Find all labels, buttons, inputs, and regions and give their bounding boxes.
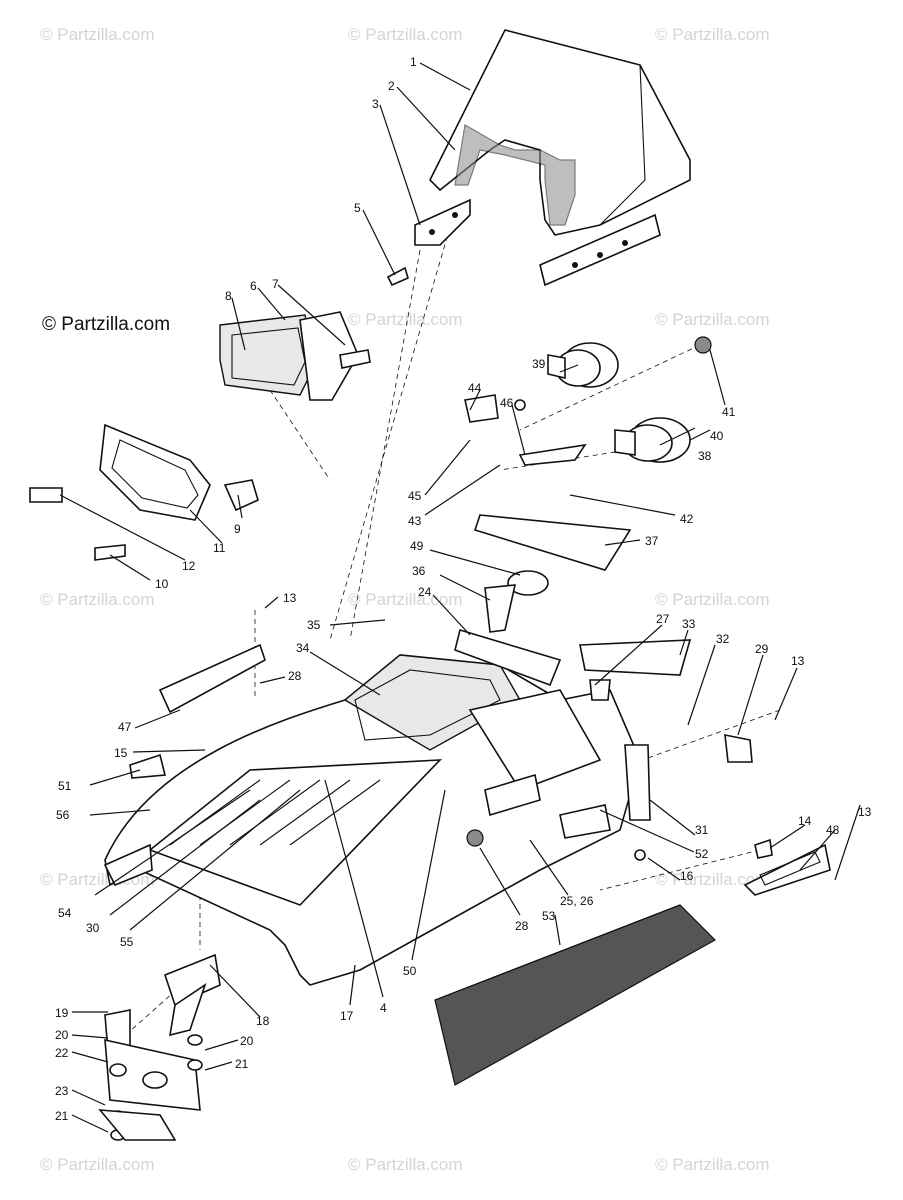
part-label: 3 bbox=[372, 97, 379, 111]
part-label: 8 bbox=[225, 289, 232, 303]
part-label: 23 bbox=[55, 1084, 69, 1098]
part-label: 37 bbox=[645, 534, 659, 548]
watermark-layer: © Partzilla.com © Partzilla.com © Partzi… bbox=[40, 25, 770, 1174]
part-label: 27 bbox=[656, 612, 670, 626]
part-label: 56 bbox=[56, 808, 70, 822]
part-label: 31 bbox=[695, 823, 709, 837]
part-label: 47 bbox=[118, 720, 132, 734]
part-label: 5 bbox=[354, 201, 361, 215]
part-label: 21 bbox=[235, 1057, 249, 1071]
part-label: 10 bbox=[155, 577, 169, 591]
part-label: 24 bbox=[418, 585, 432, 599]
part-label: 13 bbox=[791, 654, 805, 668]
watermark: © Partzilla.com bbox=[40, 25, 155, 44]
part-label: 22 bbox=[55, 1046, 69, 1060]
part-label: 28 bbox=[288, 669, 302, 683]
part-label: 54 bbox=[58, 906, 72, 920]
part-label: 41 bbox=[722, 405, 736, 419]
part-label: 14 bbox=[798, 814, 812, 828]
part-label: 21 bbox=[55, 1109, 69, 1123]
part-label: 43 bbox=[408, 514, 422, 528]
part-label: 20 bbox=[240, 1034, 254, 1048]
watermark: © Partzilla.com bbox=[348, 310, 463, 329]
part-label: 30 bbox=[86, 921, 100, 935]
callout-layer: 1 2 3 5 8 6 7 39 41 44 46 40 38 45 43 42… bbox=[55, 55, 872, 1123]
part-label: 51 bbox=[58, 779, 72, 793]
watermark: © Partzilla.com bbox=[348, 1155, 463, 1174]
part-label: 9 bbox=[234, 522, 241, 536]
part-label: 18 bbox=[256, 1014, 270, 1028]
watermark: © Partzilla.com bbox=[348, 590, 463, 609]
watermark: © Partzilla.com bbox=[655, 1155, 770, 1174]
leader-lines bbox=[59, 62, 861, 1133]
part-label: 44 bbox=[468, 381, 482, 395]
gauges bbox=[464, 336, 712, 633]
watermark: © Partzilla.com bbox=[655, 310, 770, 329]
part-label: 46 bbox=[500, 396, 514, 410]
part-label: 49 bbox=[410, 539, 424, 553]
side-panel bbox=[743, 838, 831, 896]
part-label: 19 bbox=[55, 1006, 69, 1020]
part-label: 13 bbox=[858, 805, 872, 819]
part-label: 52 bbox=[695, 847, 709, 861]
watermark: © Partzilla.com bbox=[655, 590, 770, 609]
part-label: 53 bbox=[542, 909, 556, 923]
bracket-assembly bbox=[98, 953, 221, 1141]
part-label: 1 bbox=[410, 55, 417, 69]
part-label: 2 bbox=[388, 79, 395, 93]
part-label: 45 bbox=[408, 489, 422, 503]
part-label: 28 bbox=[515, 919, 529, 933]
part-label: 36 bbox=[412, 564, 426, 578]
part-label: 40 bbox=[710, 429, 724, 443]
part-label: 6 bbox=[250, 279, 257, 293]
part-label: 35 bbox=[307, 618, 321, 632]
watermark: © Partzilla.com bbox=[348, 25, 463, 44]
part-label: 11 bbox=[213, 541, 226, 555]
part-label: 25, 26 bbox=[560, 894, 594, 908]
part-label: 39 bbox=[532, 357, 546, 371]
part-label: 15 bbox=[114, 746, 128, 760]
part-label: 42 bbox=[680, 512, 694, 526]
part-label: 38 bbox=[698, 449, 712, 463]
part-label: 29 bbox=[755, 642, 769, 656]
part-label: 32 bbox=[716, 632, 730, 646]
watermark: © Partzilla.com bbox=[655, 870, 770, 889]
part-label: 17 bbox=[340, 1009, 354, 1023]
part-label: 33 bbox=[682, 617, 696, 631]
part-label: 48 bbox=[826, 823, 840, 837]
part-label: 34 bbox=[296, 641, 310, 655]
part-label: 4 bbox=[380, 1001, 387, 1015]
part-label: 50 bbox=[403, 964, 417, 978]
brand-label: © Partzilla.com bbox=[42, 314, 170, 335]
part-label: 13 bbox=[283, 591, 297, 605]
windshield bbox=[386, 29, 691, 287]
part-label: 55 bbox=[120, 935, 134, 949]
watermark: © Partzilla.com bbox=[655, 25, 770, 44]
watermark: © Partzilla.com bbox=[40, 590, 155, 609]
watermark: © Partzilla.com bbox=[40, 1155, 155, 1174]
hood-body bbox=[103, 628, 753, 986]
part-label: 12 bbox=[182, 559, 196, 573]
part-label: 20 bbox=[55, 1028, 69, 1042]
part-label: 16 bbox=[680, 869, 694, 883]
part-label: 7 bbox=[272, 277, 279, 291]
foam-seal bbox=[434, 904, 716, 1086]
headlight-assembly bbox=[29, 311, 371, 561]
